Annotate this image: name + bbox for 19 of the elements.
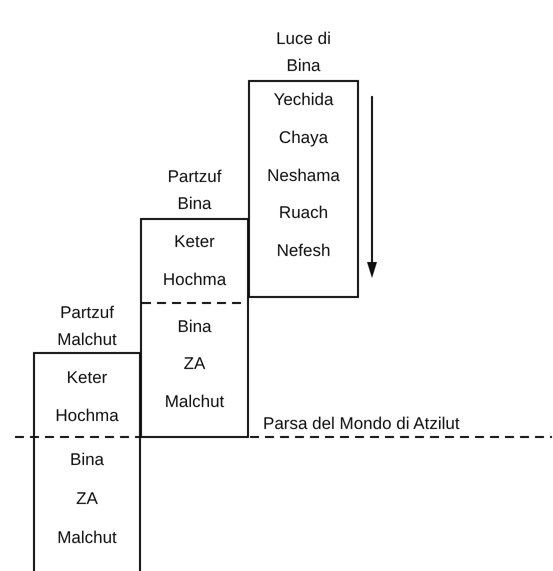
item-label: Bina bbox=[177, 316, 212, 338]
item-label: Nefesh bbox=[276, 240, 330, 262]
column-heading: Luce di Bina bbox=[275, 28, 332, 77]
item-label: Ruach bbox=[278, 202, 328, 224]
item-label: Bina bbox=[70, 449, 104, 471]
column-heading: Partzuf Bina bbox=[166, 166, 222, 215]
item-label: Keter bbox=[174, 231, 215, 253]
item-label: Keter bbox=[66, 367, 108, 389]
parsa-label: Parsa del Mondo di Atzilut bbox=[263, 413, 460, 435]
column-heading: Partzuf Malchut bbox=[56, 302, 118, 351]
item-label: Hochma bbox=[55, 405, 119, 427]
item-label: Yechida bbox=[274, 89, 334, 111]
item-label: ZA bbox=[76, 488, 98, 510]
item-label: Hochma bbox=[162, 269, 226, 291]
item-label: Malchut bbox=[57, 527, 117, 549]
item-label: ZA bbox=[184, 353, 206, 375]
item-label: Neshama bbox=[267, 165, 340, 187]
item-label: Chaya bbox=[278, 127, 328, 149]
item-label: Malchut bbox=[164, 391, 224, 413]
